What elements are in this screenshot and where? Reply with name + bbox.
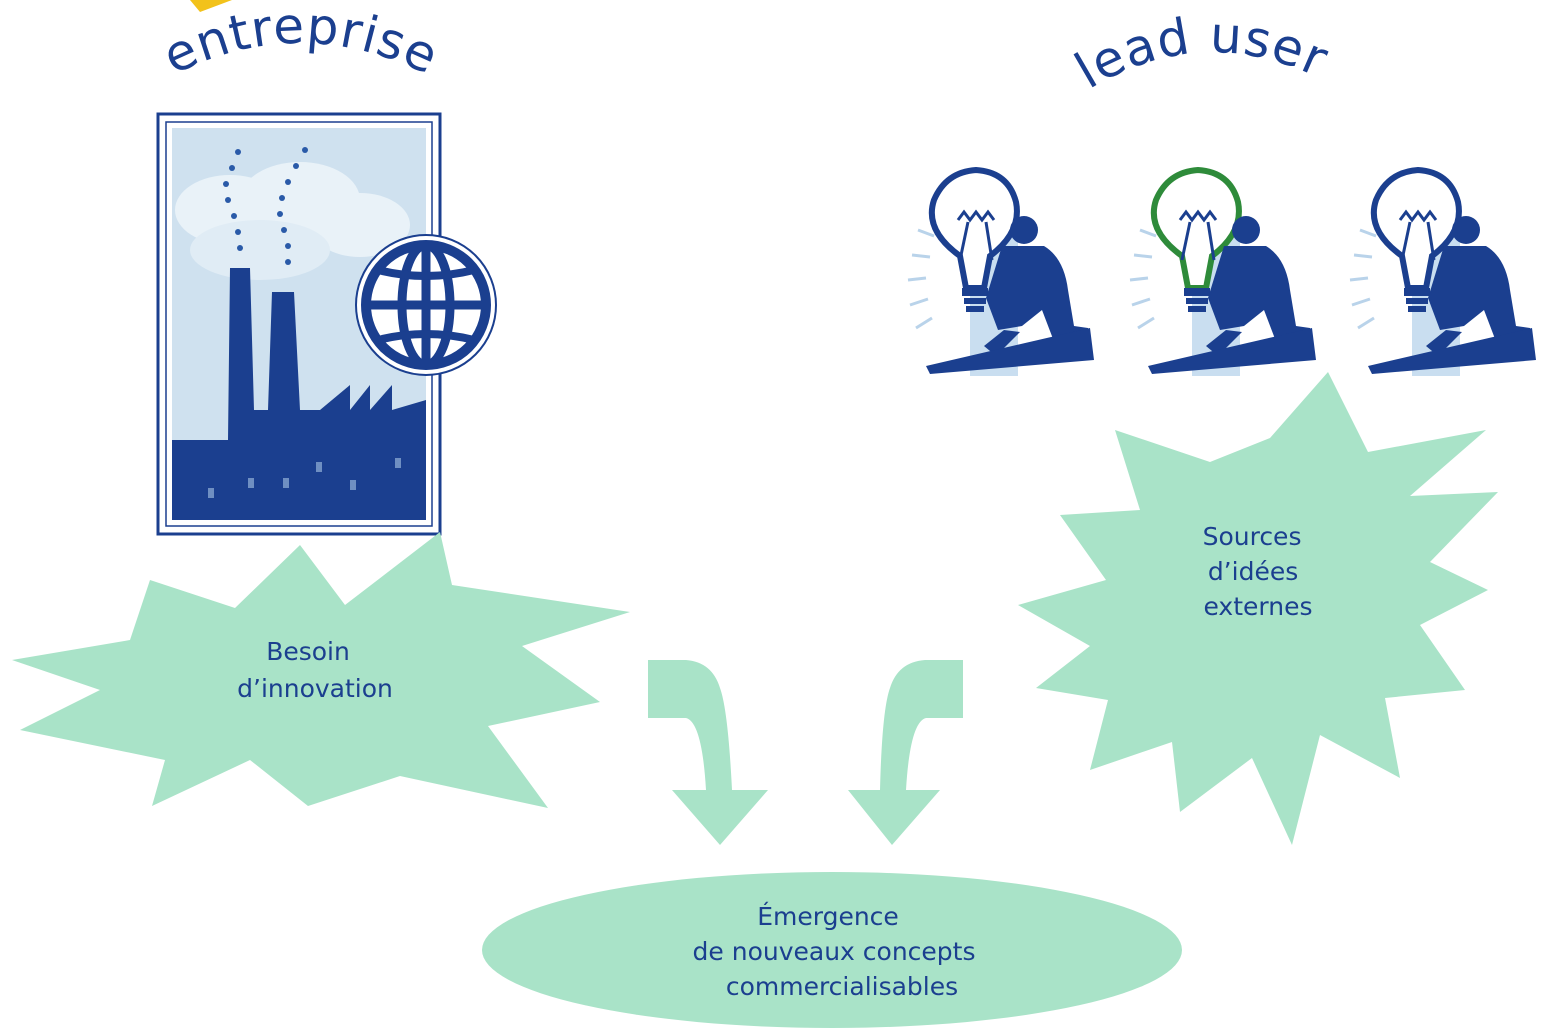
- sources-line-2: d’idées: [1208, 557, 1298, 586]
- lead-user-heading: lead user: [1065, 6, 1336, 100]
- arrow-from-sources: [848, 660, 963, 845]
- emergence-line-3: commercialisables: [726, 972, 958, 1001]
- need-line-1: Besoin: [266, 637, 350, 666]
- need-starburst: [12, 532, 630, 808]
- lightbulb-person-icon: [907, 166, 1094, 376]
- factory-icon: [156, 112, 442, 536]
- lightbulb-person-icon: [1129, 166, 1316, 376]
- arrow-from-need: [648, 660, 768, 845]
- sources-line-1: Sources: [1203, 522, 1302, 551]
- sources-line-3: externes: [1203, 592, 1312, 621]
- emergence-label: Émergence de nouveaux concepts commercia…: [693, 902, 984, 1001]
- lightbulb-person-icon: [1349, 166, 1536, 376]
- sources-label: Sources d’idées externes: [1203, 522, 1313, 621]
- need-label: Besoin d’innovation: [237, 637, 393, 703]
- emergence-line-1: Émergence: [757, 902, 899, 931]
- corner-mark: [190, 0, 232, 12]
- need-line-2: d’innovation: [237, 674, 393, 703]
- enterprise-heading: entreprise: [154, 0, 447, 86]
- globe-icon: [355, 234, 497, 376]
- emergence-ellipse: [482, 872, 1182, 1028]
- sources-starburst: [1018, 372, 1498, 845]
- emergence-line-2: de nouveaux concepts: [693, 937, 976, 966]
